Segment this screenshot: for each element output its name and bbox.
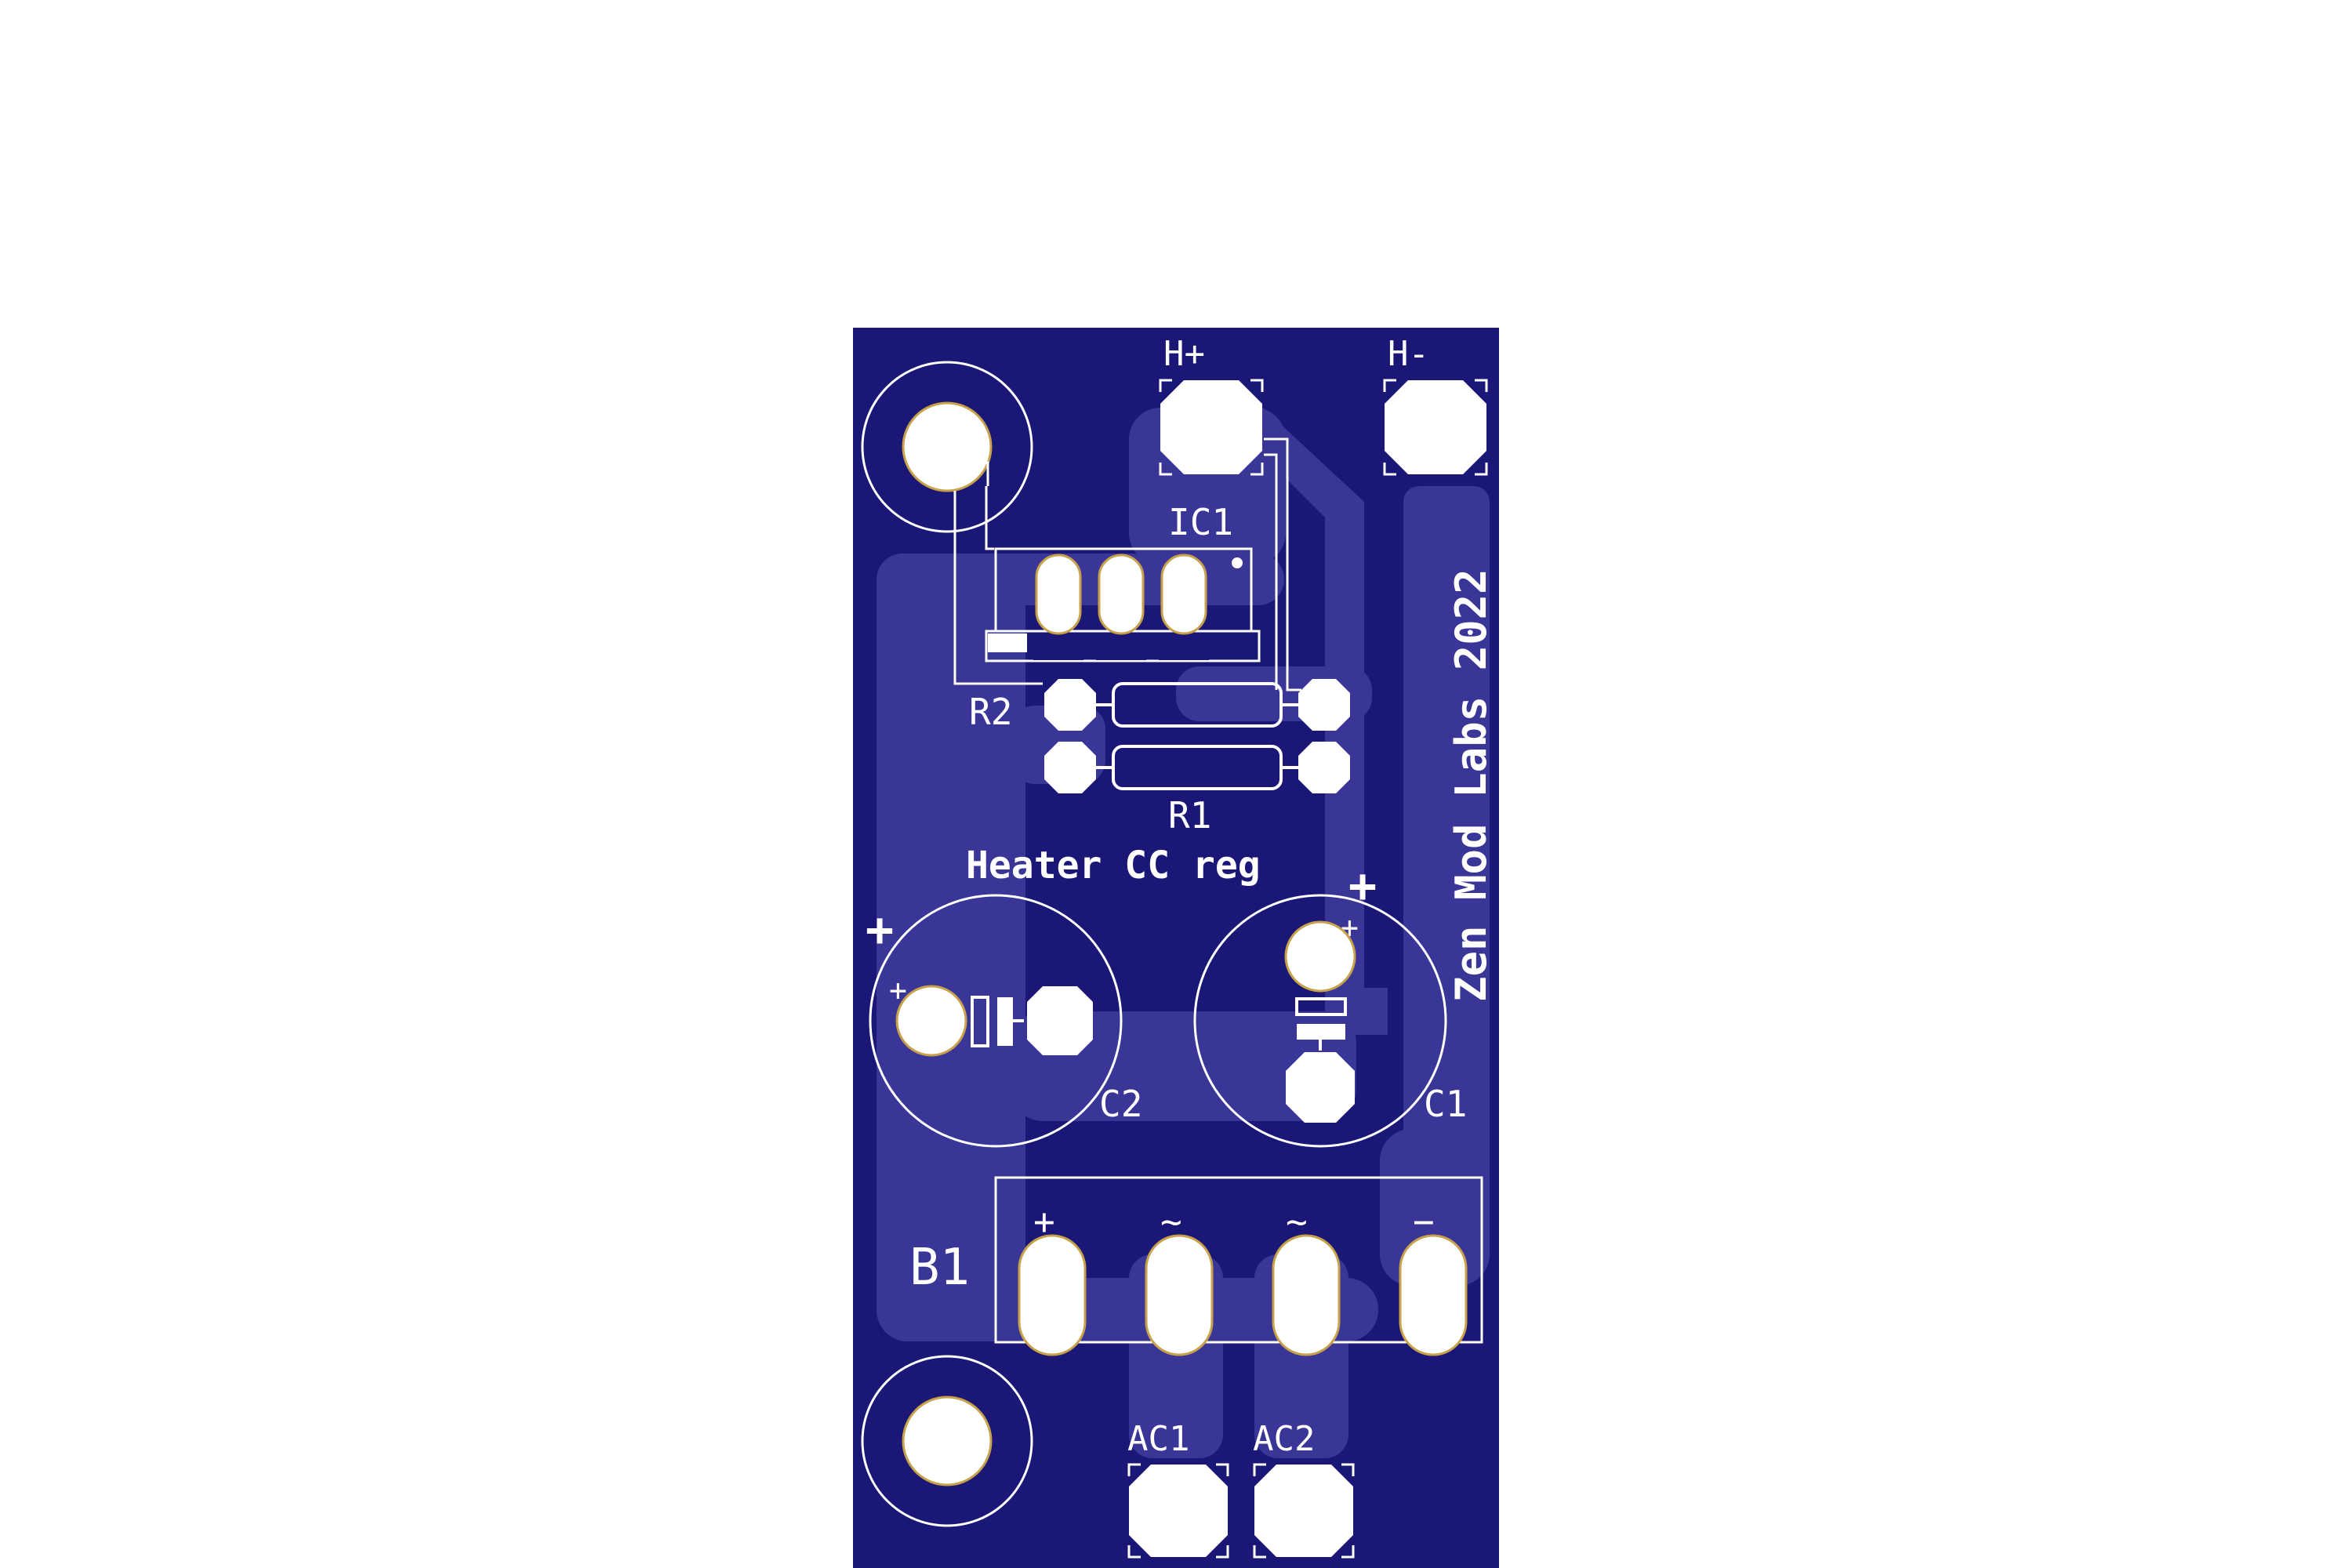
resistor-r2-label: R2 — [969, 691, 1012, 733]
connector-ac1: AC1 — [1127, 1419, 1229, 1559]
ic1: IC1 — [985, 501, 1261, 662]
c1-polarity-outer: + — [1348, 858, 1377, 913]
resistor-r1: R1 — [1044, 742, 1350, 837]
resistor-r2: R2 — [969, 679, 1350, 733]
connector-h-plus-label: H+ — [1163, 334, 1205, 374]
mounting-hole-top — [861, 361, 1033, 533]
connector-h-minus-label: H- — [1388, 334, 1429, 374]
ic1-label: IC1 — [1168, 501, 1233, 543]
board-credit: Zen Mod Labs 2022 — [1446, 568, 1496, 1002]
capacitor-c2-label: C2 — [1099, 1083, 1142, 1125]
capacitor-c1: + + C1 — [1193, 858, 1467, 1148]
connector-h-plus: H+ — [1159, 334, 1264, 476]
bridge-b1-label: B1 — [909, 1239, 970, 1297]
resistor-r1-label: R1 — [1168, 794, 1211, 837]
connector-h-minus: H- — [1383, 334, 1488, 476]
c2-polarity-inner: + — [889, 973, 907, 1007]
board-title: Heater CC reg — [966, 844, 1261, 887]
connector-ac2-label: AC2 — [1253, 1419, 1315, 1459]
connector-ac1-label: AC1 — [1127, 1419, 1189, 1459]
c2-polarity-outer: + — [866, 902, 894, 957]
bridge-rectifier-b1: B1 + ~ ~ − — [909, 1176, 1483, 1356]
capacitor-c1-label: C1 — [1424, 1083, 1467, 1125]
silkscreen-outlines — [953, 437, 1301, 691]
connector-ac2: AC2 — [1253, 1419, 1355, 1559]
mounting-hole-bottom — [861, 1355, 1033, 1527]
capacitor-c2: + + C2 — [866, 894, 1142, 1148]
